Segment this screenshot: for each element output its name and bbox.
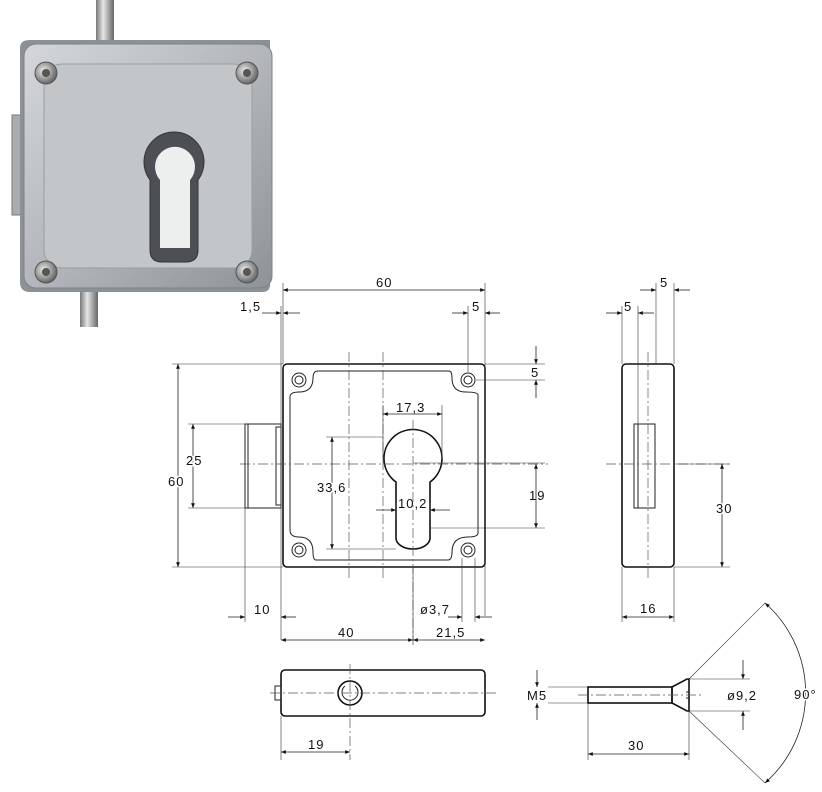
dim-screw-length-30: 30 <box>628 738 644 753</box>
lock-photo <box>11 0 273 327</box>
dim-hole-offset-x: 5 <box>472 299 480 314</box>
screw-view: M5 ø9,2 30 90° <box>526 602 817 784</box>
side-view: 5 5 30 16 <box>606 275 733 622</box>
front-view <box>240 352 548 640</box>
dim-side-16: 16 <box>640 601 656 616</box>
dim-side-30: 30 <box>716 501 732 516</box>
dim-width-60: 60 <box>376 275 392 290</box>
dim-head-diameter: ø9,2 <box>727 688 757 703</box>
dim-head-angle: 90° <box>794 687 817 702</box>
front-dimensions: 60 1,5 5 5 19 60 25 33,6 17,3 10,2 10 ø3… <box>167 275 545 645</box>
dim-bottom-19: 19 <box>308 737 324 752</box>
dim-keyhole-width-17-3: 17,3 <box>396 400 425 415</box>
dim-keyhole-offset-19: 19 <box>529 488 545 503</box>
dim-hole-offset-y: 5 <box>531 365 539 380</box>
dim-thread-m5: M5 <box>527 688 547 703</box>
dim-bolt-projection-10: 10 <box>254 602 270 617</box>
dim-side-5-left: 5 <box>624 299 632 314</box>
dim-backset-40: 40 <box>338 625 354 640</box>
dim-keyhole-height-33-6: 33,6 <box>317 480 346 495</box>
dim-height-60: 60 <box>168 474 184 489</box>
dim-offset-1-5: 1,5 <box>240 299 261 314</box>
latch-bolt <box>244 423 282 509</box>
dim-side-5-top: 5 <box>660 275 668 290</box>
dim-hole-diameter: ø3,7 <box>420 602 450 617</box>
mounting-holes <box>291 372 476 558</box>
dim-bolt-height-25: 25 <box>186 453 202 468</box>
dim-slot-width-10-2: 10,2 <box>398 496 427 511</box>
bottom-view: 19 <box>270 664 496 760</box>
dim-21-5: 21,5 <box>436 625 465 640</box>
